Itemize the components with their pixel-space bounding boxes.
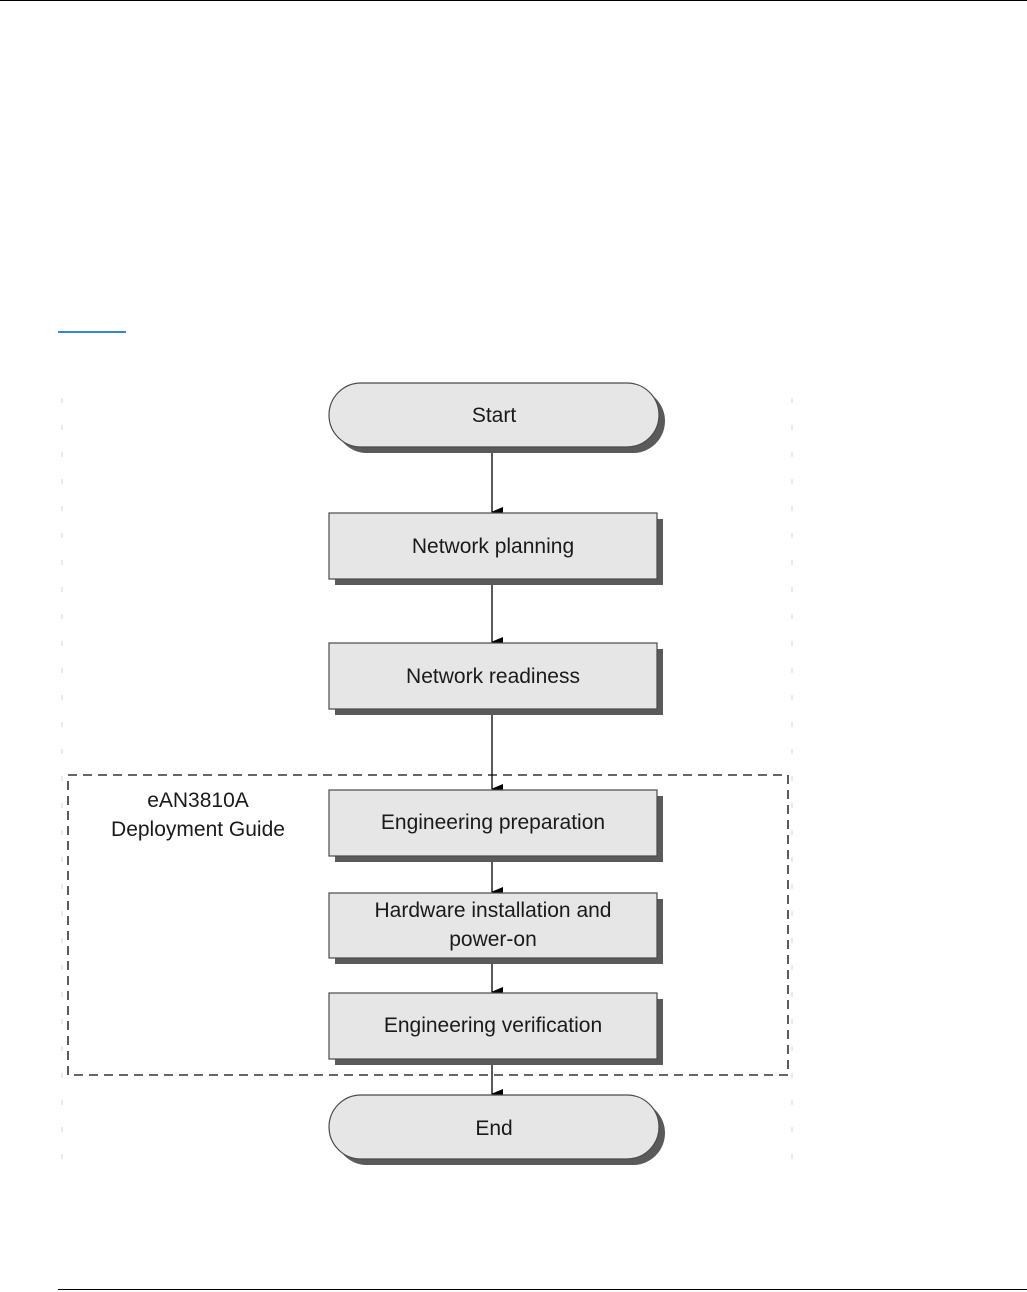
network-planning-label: Network planning xyxy=(412,535,574,558)
engineering-preparation-label: Engineering preparation xyxy=(381,811,605,834)
start-node: Start xyxy=(329,383,665,453)
bottom-rule xyxy=(58,1289,1027,1290)
start-label: Start xyxy=(472,404,517,427)
network-readiness-label: Network readiness xyxy=(406,665,580,688)
hardware-installation-label-line2: power-on xyxy=(449,928,537,951)
network-readiness-node: Network readiness xyxy=(329,643,663,715)
end-label: End xyxy=(475,1117,512,1140)
group-label-line1: eAN3810A xyxy=(147,789,249,812)
hardware-installation-node: Hardware installation and power-on xyxy=(329,893,663,964)
engineering-verification-node: Engineering verification xyxy=(329,993,663,1065)
group-label-line2: Deployment Guide xyxy=(111,818,285,841)
hardware-installation-label-line1: Hardware installation and xyxy=(375,899,612,922)
network-planning-node: Network planning xyxy=(329,513,663,585)
engineering-preparation-node: Engineering preparation xyxy=(329,790,663,862)
engineering-verification-label: Engineering verification xyxy=(384,1014,602,1037)
end-node: End xyxy=(329,1095,665,1165)
